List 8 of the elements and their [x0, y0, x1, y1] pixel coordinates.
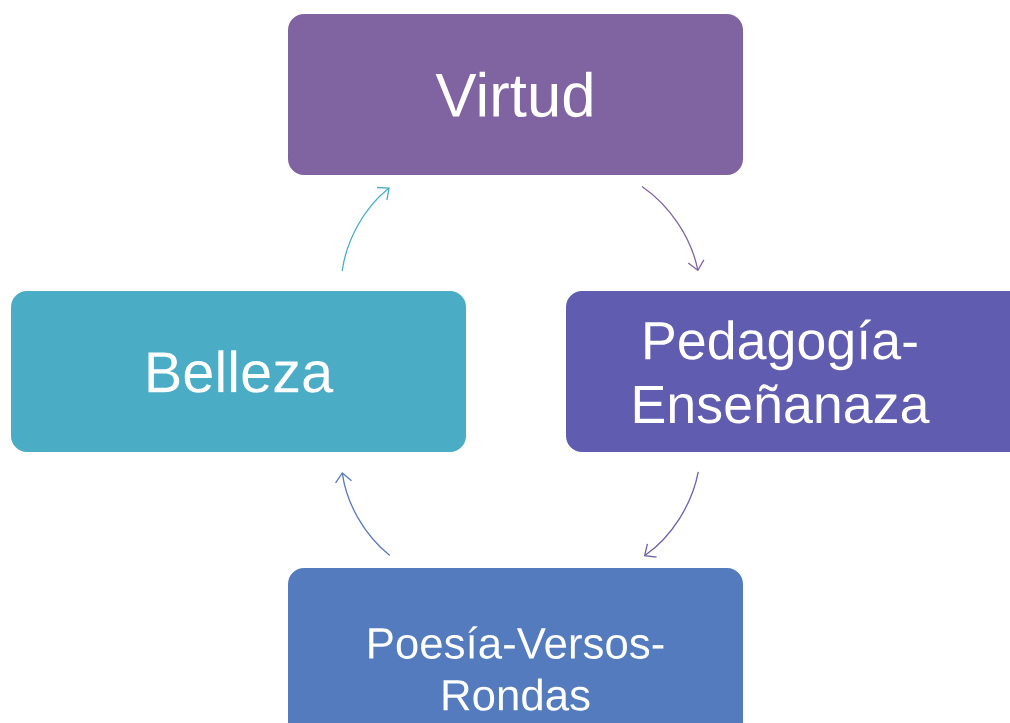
process-box: Poesía-Versos- Rondas: [288, 568, 743, 723]
curved-arrow: [334, 472, 391, 557]
process-box: Pedagogía- Enseñanaza: [566, 291, 1010, 452]
curved-arrow: [641, 185, 705, 272]
curved-arrow: [341, 186, 390, 272]
process-box: Virtud: [288, 14, 743, 175]
process-box: Belleza: [11, 291, 466, 452]
curved-arrow: [643, 471, 699, 558]
